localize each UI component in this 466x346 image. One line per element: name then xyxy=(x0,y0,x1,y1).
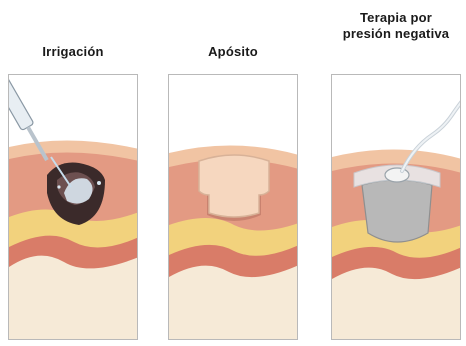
bone-layer xyxy=(169,263,298,340)
panel-aposito xyxy=(168,74,298,340)
label-terapia-line-2: presión negativa xyxy=(328,26,464,42)
dressing xyxy=(199,155,269,217)
panel-irrigacion xyxy=(8,74,138,340)
irrigation-illustration xyxy=(9,75,138,340)
bone-layer xyxy=(9,254,138,340)
label-terapia-line-1: Terapia por xyxy=(328,10,464,26)
label-irrigacion: Irrigación xyxy=(8,44,138,60)
dressing-illustration xyxy=(169,75,298,340)
vac-sponge xyxy=(362,180,432,242)
bone-layer xyxy=(332,265,461,340)
splash-droplet xyxy=(57,185,60,188)
splash-droplet xyxy=(97,181,101,185)
negative-pressure-illustration xyxy=(332,75,461,340)
syringe-barrel xyxy=(9,75,34,131)
panel-terapia xyxy=(331,74,461,340)
trac-pad xyxy=(385,168,409,182)
label-aposito: Apósito xyxy=(168,44,298,60)
label-terapia: Terapia por presión negativa xyxy=(328,10,464,42)
